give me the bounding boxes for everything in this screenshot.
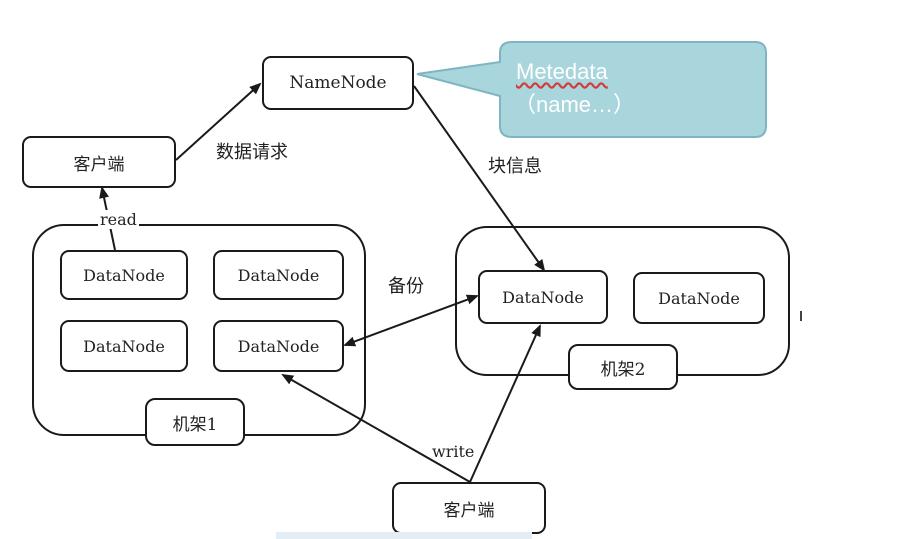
rack1-datanode-3: DataNode — [60, 320, 188, 372]
edge-tick — [800, 311, 802, 321]
edge-label-data-request: 数据请求 — [216, 142, 288, 163]
client-top-box: 客户端 — [22, 136, 176, 188]
callout-line-2: （name…） — [514, 92, 636, 117]
client-bottom-box: 客户端 — [392, 482, 546, 534]
rack1-label-box: 机架1 — [145, 398, 245, 446]
bottom-strip — [276, 532, 532, 539]
rack1-datanode-1-label: DataNode — [83, 265, 165, 285]
rack2-datanode-2-label: DataNode — [658, 288, 740, 308]
rack1-datanode-1: DataNode — [60, 250, 188, 300]
rack2-label-box: 机架2 — [568, 344, 678, 390]
namenode-label: NameNode — [289, 73, 387, 93]
edge-label-block-info: 块信息 — [488, 156, 542, 177]
arrow-write-rack1 — [281, 374, 471, 483]
rack1-datanode-4-label: DataNode — [237, 336, 320, 356]
client-top-label: 客户端 — [73, 154, 125, 175]
rack2-datanode-1-label: DataNode — [502, 287, 584, 307]
rack1-datanode-4: DataNode — [213, 320, 344, 372]
rack1-datanode-3-label: DataNode — [83, 336, 165, 356]
rack2-datanode-2: DataNode — [633, 272, 765, 324]
metadata-callout-shape — [416, 41, 767, 138]
rack1-label: 机架1 — [172, 414, 218, 435]
arrow-write-rack2 — [469, 324, 541, 483]
edge-label-backup: 备份 — [388, 276, 424, 297]
callout-line-1: Metedata — [516, 59, 608, 84]
edge-label-read: read — [98, 210, 139, 229]
client-bottom-label: 客户端 — [443, 500, 495, 521]
rack1-datanode-2-label: DataNode — [237, 265, 320, 285]
rack2-label: 机架2 — [600, 359, 646, 380]
arrow-namenode-to-datanode — [413, 85, 546, 272]
edge-label-write: write — [432, 442, 475, 461]
rack2-datanode-1: DataNode — [478, 270, 608, 324]
rack1-datanode-2: DataNode — [213, 250, 344, 300]
arrow-client-to-namenode — [175, 82, 262, 161]
namenode-box: NameNode — [262, 56, 414, 110]
